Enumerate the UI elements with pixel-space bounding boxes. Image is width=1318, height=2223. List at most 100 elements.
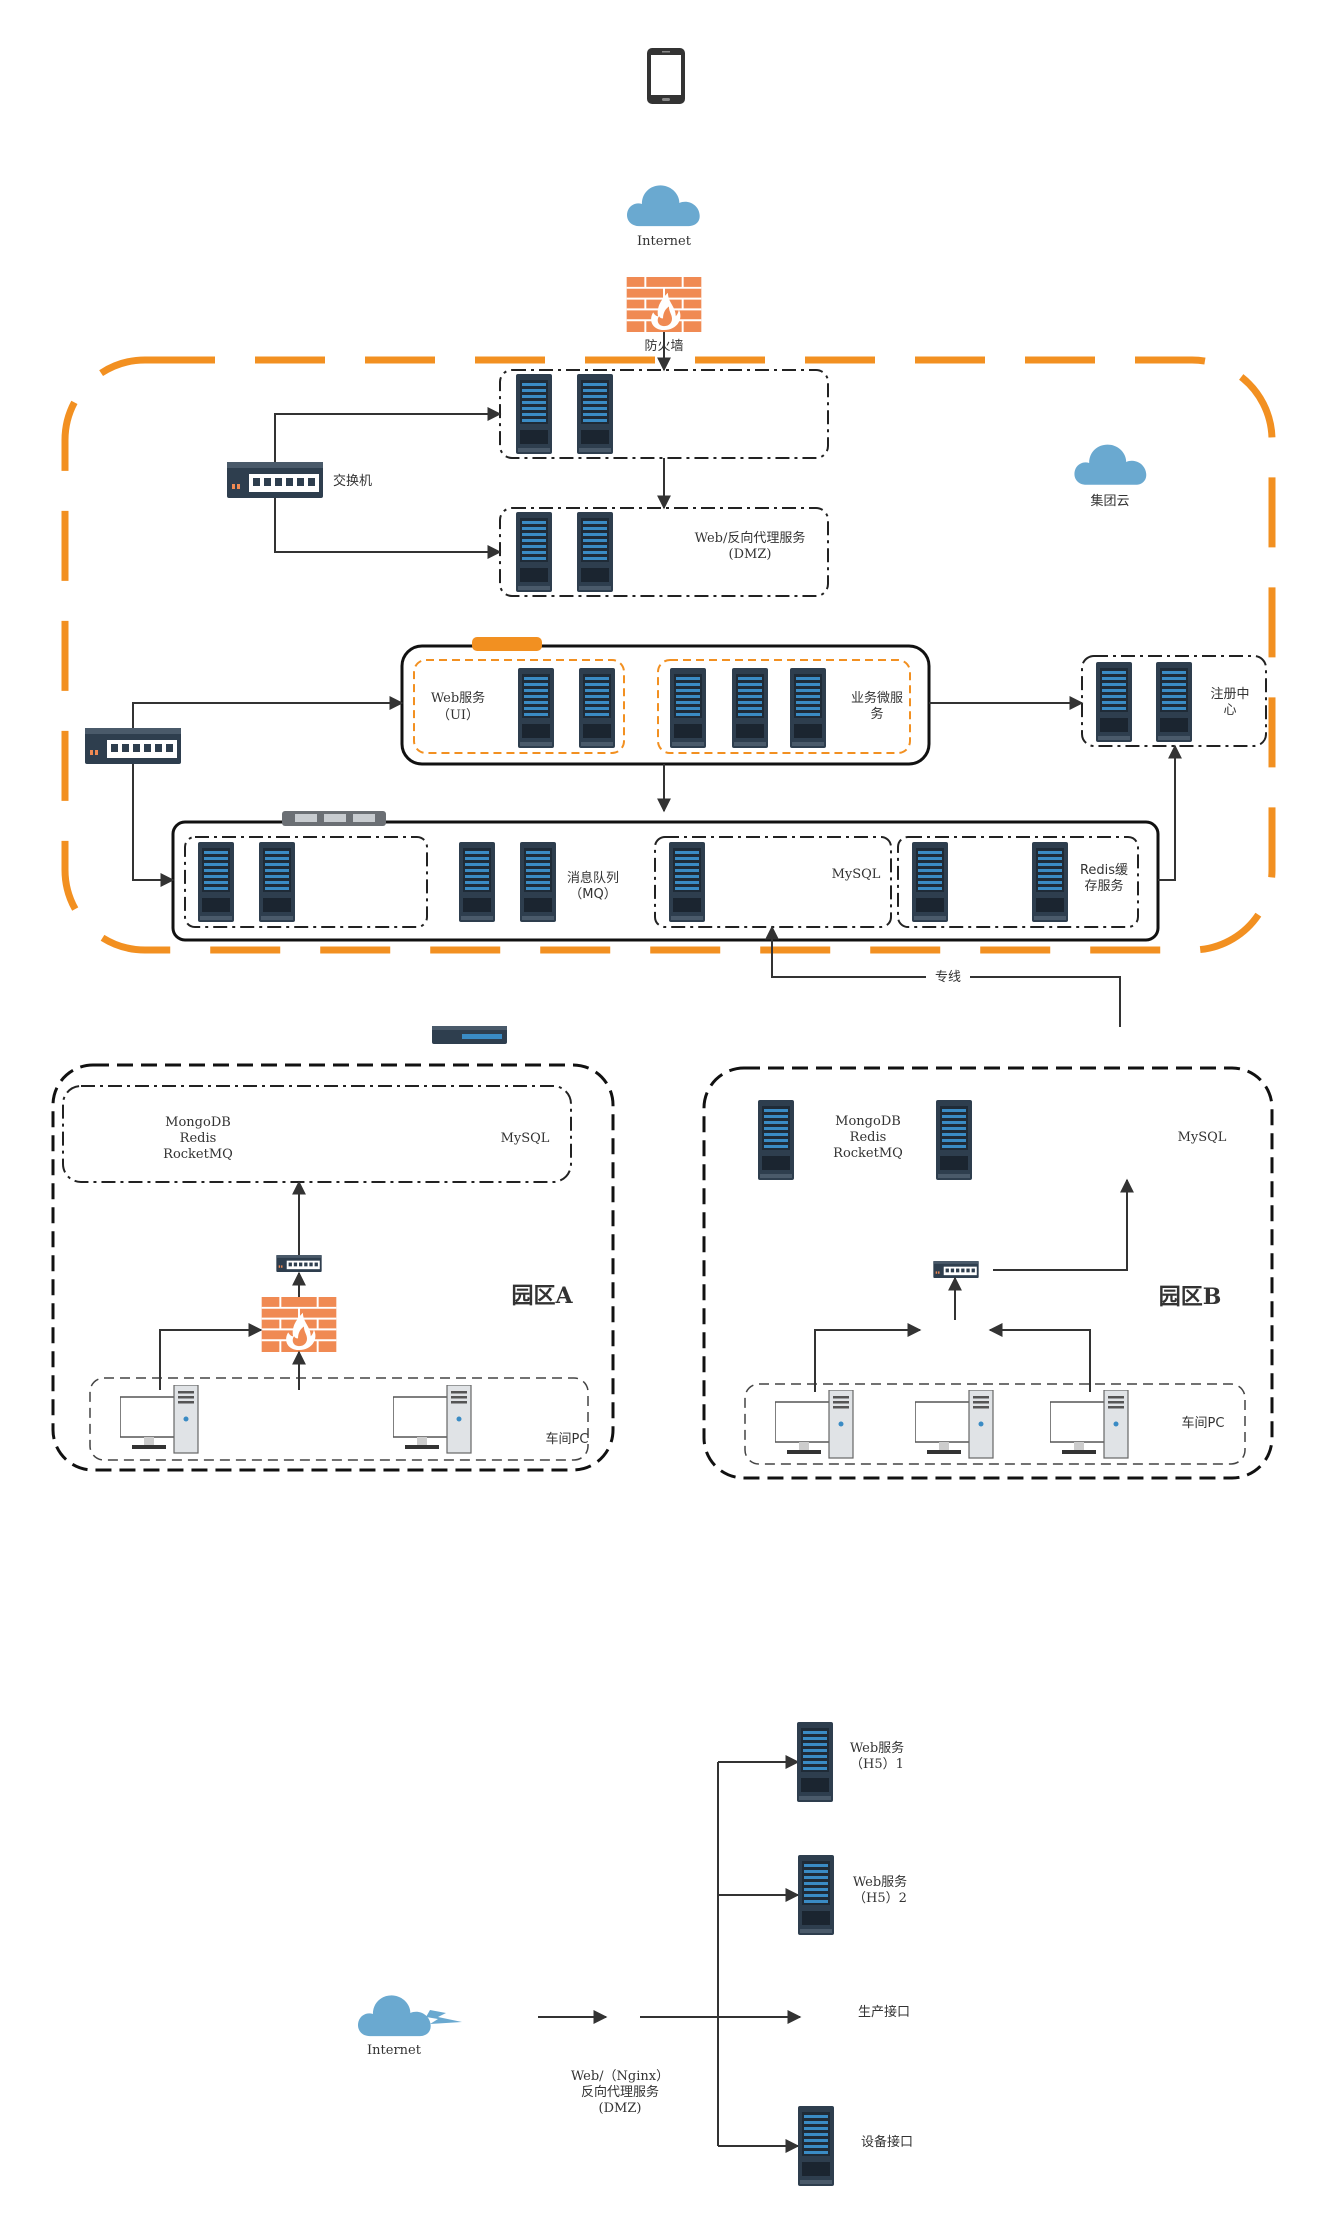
- internet-label: Internet: [637, 234, 692, 249]
- h5-2-label: Web服务: [853, 1874, 907, 1890]
- park-a-db-label-3: RocketMQ: [163, 1147, 233, 1162]
- h5-1-label: Web服务: [850, 1740, 904, 1756]
- group-cloud-label: 集团云: [1090, 493, 1129, 509]
- park-a-db-group: [62, 1085, 572, 1183]
- park-a-title: 园区A: [511, 1283, 573, 1309]
- server-icon: [516, 512, 552, 592]
- cloud-lightning-icon: [426, 2010, 462, 2024]
- internet-cloud-icon: [357, 1995, 431, 2037]
- business-ms-group: [657, 659, 911, 754]
- pc-icon: [120, 1385, 199, 1454]
- server-icon: [798, 2106, 834, 2186]
- h5-1-sub-label: （H5）1: [850, 1757, 904, 1772]
- redis-label: Redis缓: [1080, 863, 1128, 878]
- switch-label: 交换机: [333, 473, 372, 489]
- edge-data-registry: [1158, 744, 1182, 881]
- bottom-internet-label: Internet: [367, 2043, 422, 2058]
- edge-a-pc1-fw: [159, 1323, 263, 1390]
- park-a-pc-label: 车间PC: [546, 1431, 589, 1447]
- pc-icon: [1050, 1390, 1129, 1459]
- server-icon: [516, 374, 552, 454]
- park-b-db-label-1: MongoDB: [835, 1114, 901, 1129]
- server-icon: [577, 374, 613, 454]
- server-icon: [518, 668, 554, 748]
- business-ms-label: 业务微服: [851, 690, 903, 706]
- edge-b-pc3: [988, 1323, 1091, 1392]
- redis-sub-label: 存服务: [1084, 878, 1123, 894]
- pc-icon: [775, 1390, 854, 1459]
- edge-switch-app: [132, 696, 404, 728]
- server-icon: [577, 512, 613, 592]
- park-b-boundary: [702, 1066, 1274, 1480]
- business-ms-sub-label: 务: [870, 706, 883, 722]
- server-icon: [459, 842, 495, 922]
- web-proxy-label: Web/反向代理服务: [695, 530, 806, 546]
- edge-b-pc1: [814, 1323, 922, 1392]
- server-icon: [579, 668, 615, 748]
- registry-sub-label: 心: [1223, 703, 1236, 718]
- group-cloud-boundary: [61, 356, 1276, 954]
- switch-icon: [276, 1255, 322, 1272]
- data-tier-container: [171, 820, 1160, 942]
- internet-cloud-icon: [626, 185, 700, 227]
- db-group-1: [184, 836, 428, 928]
- registry-label: 注册中: [1210, 687, 1249, 702]
- park-a-mysql-label: MySQL: [501, 1131, 550, 1146]
- mysql-label: MySQL: [832, 867, 881, 882]
- park-b-title: 园区B: [1159, 1284, 1222, 1310]
- server-icon: [1096, 662, 1132, 742]
- dedicated-line-label: 专线: [935, 970, 961, 985]
- nginx-label-3: (DMZ): [599, 2101, 642, 2116]
- park-a-db-label-2: Redis: [180, 1131, 217, 1146]
- server-icon: [936, 1100, 972, 1180]
- server-icon: [912, 842, 948, 922]
- server-icon: [1156, 662, 1192, 742]
- group-cloud-icon: [1074, 444, 1147, 485]
- server-icon: [790, 668, 826, 748]
- park-b-pc-group: [744, 1383, 1246, 1465]
- pc-icon: [393, 1385, 472, 1454]
- park-b-db-label-3: RocketMQ: [833, 1146, 903, 1161]
- nginx-label-2: 反向代理服务: [581, 2084, 659, 2100]
- park-b-pc-label: 车间PC: [1182, 1415, 1225, 1431]
- edge-b-switch-mysql: [993, 1178, 1134, 1271]
- app-tier-tab: [472, 637, 542, 651]
- pc-icon: [915, 1390, 994, 1459]
- redis-group: [897, 836, 1139, 928]
- park-a-pc-group: [89, 1377, 589, 1461]
- server-icon: [669, 842, 705, 922]
- prod-api-label: 生产接口: [858, 2004, 910, 2020]
- server-icon: [798, 1855, 834, 1935]
- web-ui-group: [413, 659, 625, 754]
- server-icon: [758, 1100, 794, 1180]
- server-icon: [670, 668, 706, 748]
- h5-2-sub-label: （H5）2: [853, 1891, 907, 1906]
- park-b-mysql-label: MySQL: [1178, 1130, 1227, 1145]
- park-a-db-label-1: MongoDB: [165, 1115, 231, 1130]
- nginx-label-1: Web/（Nginx）: [571, 2069, 669, 2084]
- web-ui-sub-label: （UI）: [437, 708, 479, 723]
- web-proxy-dmz-label: (DMZ): [729, 547, 772, 562]
- switch-icon: [85, 728, 181, 764]
- server-icon: [520, 842, 556, 922]
- edge-switch-dmz2: [274, 498, 502, 559]
- edge-switch-data: [132, 764, 175, 887]
- firewall-icon: [261, 1297, 337, 1352]
- mq-sub-label: （MQ）: [569, 887, 616, 902]
- switch-icon: [227, 462, 323, 498]
- edge-nginx-bus: [640, 1762, 719, 2146]
- rack-switch-icon: [432, 1026, 507, 1044]
- park-a-boundary: [51, 1063, 615, 1472]
- server-icon: [1032, 842, 1068, 922]
- firewall-icon: [626, 277, 702, 332]
- server-icon: [198, 842, 234, 922]
- edge-switch-dmz1: [274, 407, 502, 462]
- park-b-db-label-2: Redis: [850, 1130, 887, 1145]
- switch-icon: [933, 1261, 979, 1278]
- server-icon: [259, 842, 295, 922]
- device-api-label: 设备接口: [861, 2134, 913, 2150]
- server-icon: [797, 1722, 833, 1802]
- server-icon: [732, 668, 768, 748]
- mq-label: 消息队列: [567, 870, 619, 886]
